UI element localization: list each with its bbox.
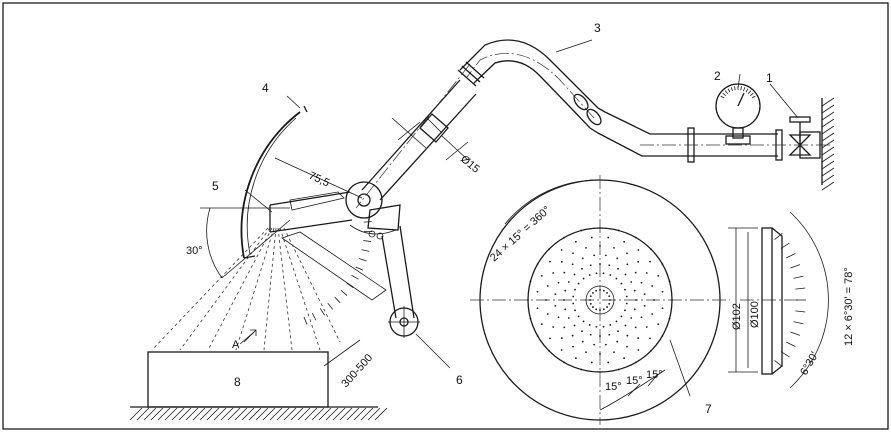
callout-2: 2 (714, 69, 721, 83)
wall-mount (821, 97, 835, 191)
floor (129, 406, 388, 421)
callout-5: 5 (212, 179, 219, 193)
dim-diameter-102: Ø102 (731, 303, 743, 330)
dim-angle-78: 12 × 6°30' = 78° (843, 267, 855, 346)
nozzle-side-view (740, 211, 829, 389)
nozzle-face-view (470, 175, 730, 425)
spray-shield (240, 105, 308, 259)
callout-1: 1 (766, 71, 773, 85)
supply-pipe (457, 39, 830, 163)
spray-pattern (151, 227, 341, 351)
dim-angle-15-a: 15° (605, 381, 622, 393)
dim-angle-15-b: 15° (626, 375, 643, 387)
dim-diameter-15: Ø15 (458, 153, 482, 176)
callout-4: 4 (262, 81, 269, 95)
spray-angle-ticks (303, 221, 372, 325)
dimension-lines (200, 39, 799, 411)
callout-8: 8 (234, 375, 241, 389)
arrow-label-a: A (232, 339, 240, 351)
pressure-gauge (715, 83, 761, 145)
dim-distance-300-500: 300-500 (339, 352, 375, 390)
dim-angle-15-c: 15° (646, 369, 663, 381)
dim-radius-75-5: 75,5 (307, 170, 331, 190)
direction-arrow-a (243, 329, 257, 343)
dim-diameter-100: Ø100 (749, 301, 761, 328)
dim-angle-6-30: 6°30' (798, 350, 821, 378)
spray-lance (355, 63, 477, 209)
dim-angle-30: 30° (186, 245, 203, 257)
shutoff-valve (775, 116, 821, 161)
spray-nozzle-head (269, 181, 420, 338)
callout-3: 3 (594, 21, 601, 35)
callout-7: 7 (705, 402, 712, 416)
callout-6: 6 (456, 373, 463, 387)
